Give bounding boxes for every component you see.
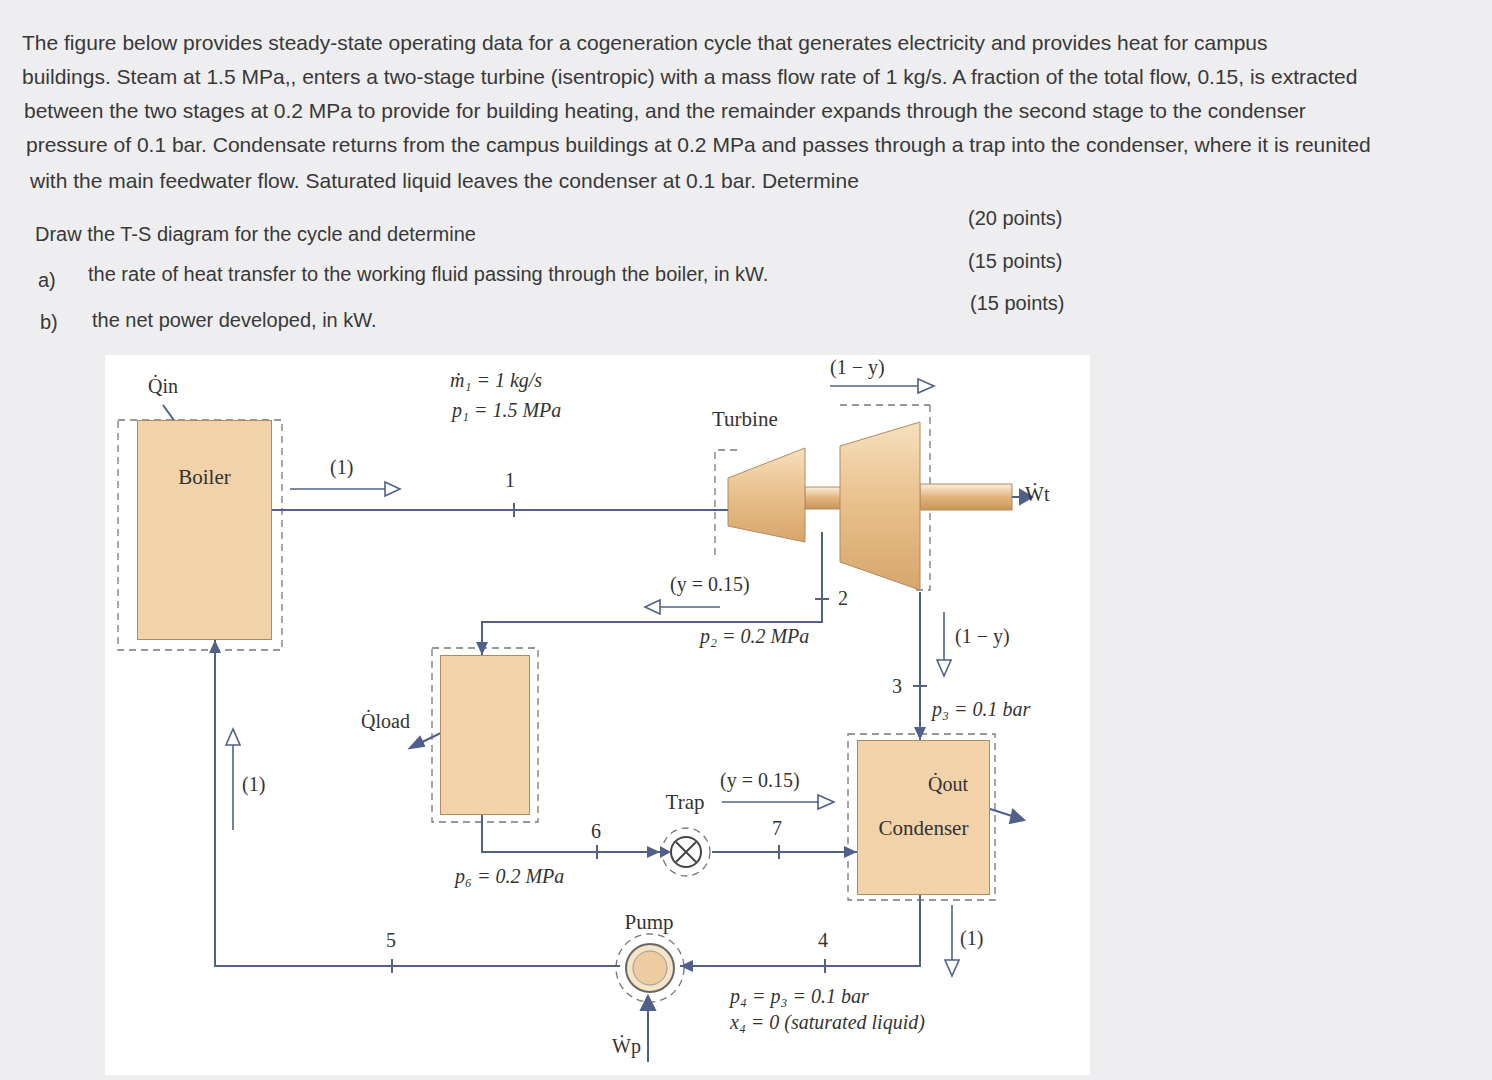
pipe-connector bbox=[209, 640, 620, 966]
diagram-annotation: (1) bbox=[960, 926, 983, 950]
node-label: Q̇load bbox=[361, 709, 410, 733]
diagram-annotation: Ẇp bbox=[612, 1034, 641, 1058]
problem-text: buildings. Steam at 1.5 MPa,, enters a t… bbox=[22, 64, 1357, 89]
diagram-annotation: 4 bbox=[818, 928, 828, 952]
diagram-annotation: p₄ = p₃ = 0.1 bar bbox=[730, 984, 869, 1008]
problem-text: with the main feedwater flow. Saturated … bbox=[30, 168, 859, 193]
pipe-connector bbox=[482, 815, 660, 858]
problem-text: Draw the T-S diagram for the cycle and d… bbox=[35, 222, 476, 246]
node-label: Boiler bbox=[178, 465, 231, 490]
diagram-annotation: p₃ = 0.1 bar bbox=[932, 697, 1030, 721]
pipe-stubs bbox=[392, 503, 927, 973]
diagram-annotation: p₆ = 0.2 MPa bbox=[455, 864, 564, 888]
problem-text: a) bbox=[38, 268, 56, 292]
problem-text: (15 points) bbox=[970, 291, 1065, 315]
diagram-annotation: Q̇in bbox=[148, 374, 178, 398]
problem-text: the net power developed, in kW. bbox=[92, 308, 377, 332]
problem-text: b) bbox=[40, 310, 58, 334]
node-label: Turbine bbox=[712, 407, 778, 432]
turbine-drawing bbox=[705, 422, 1012, 592]
diagram-annotation: 7 bbox=[772, 816, 782, 840]
problem-text: the rate of heat transfer to the working… bbox=[88, 262, 768, 286]
problem-text: between the two stages at 0.2 MPa to pro… bbox=[24, 98, 1306, 123]
pipe-connector bbox=[914, 592, 926, 740]
pump-unit: Pump bbox=[620, 910, 680, 996]
node-label: Pump bbox=[624, 910, 673, 935]
diagram-annotation: 6 bbox=[591, 819, 601, 843]
problem-text: (20 points) bbox=[968, 206, 1063, 230]
diagram-annotation: (y = 0.15) bbox=[720, 768, 800, 792]
diagram-annotation: (1 − y) bbox=[830, 355, 885, 379]
turbine-unit: Turbine bbox=[705, 405, 930, 592]
figure-ground bbox=[105, 355, 1090, 1075]
problem-text: pressure of 0.1 bar. Condensate returns … bbox=[26, 132, 1371, 157]
condenser-box: Condenser bbox=[857, 740, 990, 895]
control-volumes bbox=[118, 405, 995, 1002]
pipe-connector bbox=[712, 846, 857, 858]
diagram-annotation: Ẇt bbox=[1025, 482, 1049, 506]
pipe-connector bbox=[272, 510, 705, 511]
node-label: Trap bbox=[666, 790, 705, 815]
diagram-annotation: p₁ = 1.5 MPa bbox=[452, 398, 561, 422]
problem-text: (15 points) bbox=[968, 249, 1063, 273]
trap-symbol bbox=[660, 837, 701, 867]
diagram-annotation: 1 bbox=[505, 468, 515, 492]
diagram-annotation: Q̇out bbox=[928, 772, 968, 796]
pipe-connector bbox=[680, 895, 920, 972]
diagram-annotation: 5 bbox=[386, 928, 396, 952]
flow-arrows bbox=[226, 379, 959, 976]
problem-text: The figure below provides steady-state o… bbox=[22, 30, 1268, 55]
energy-arrows bbox=[163, 405, 1032, 1062]
diagram-annotation: x₄ = 0 (saturated liquid) bbox=[730, 1010, 925, 1034]
diagram-annotation: (1 − y) bbox=[955, 624, 1010, 648]
trap-valve: Trap bbox=[660, 790, 712, 872]
diagram-annotation: 3 bbox=[892, 674, 902, 698]
diagram-annotation: (1) bbox=[242, 772, 265, 796]
diagram-annotation: p₂ = 0.2 MPa bbox=[700, 624, 809, 648]
diagram-annotation: (1) bbox=[330, 455, 353, 479]
pipe-connector bbox=[476, 592, 822, 655]
diagram-annotation: 2 bbox=[838, 586, 848, 610]
diagram-annotation: ṁ₁ = 1 kg/s bbox=[450, 368, 542, 392]
node-label: Condenser bbox=[879, 816, 969, 841]
pump-symbol bbox=[626, 944, 674, 992]
heater-box: Q̇load bbox=[440, 655, 530, 815]
boiler-box: Boiler bbox=[137, 420, 272, 640]
diagram-annotation: (y = 0.15) bbox=[670, 572, 750, 596]
